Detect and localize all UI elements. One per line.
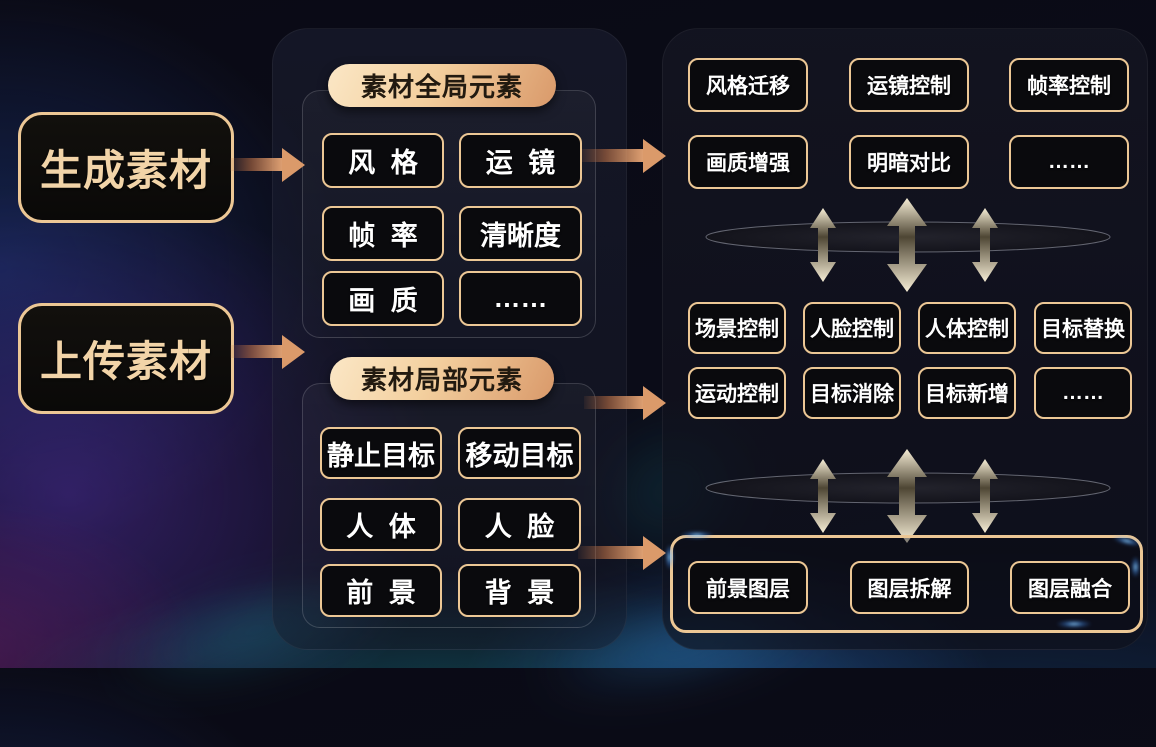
- element-node: 清晰度: [459, 206, 582, 261]
- capability-node: 目标新增: [918, 367, 1016, 419]
- arrow-right-icon: [580, 138, 666, 173]
- capability-node: 运镜控制: [849, 58, 969, 112]
- element-node: 人 脸: [458, 498, 581, 551]
- capability-node: 目标替换: [1034, 302, 1132, 354]
- element-node: 背 景: [458, 564, 581, 617]
- group-title-global-elements: 素材全局元素: [328, 64, 556, 107]
- layer-node: 图层拆解: [850, 561, 969, 614]
- capability-node-ellipsis: ……: [1034, 367, 1132, 419]
- arrow-right-icon: [230, 334, 305, 369]
- arrow-right-icon: [230, 147, 305, 182]
- element-node: 运 镜: [459, 133, 582, 188]
- input-node-generate-material: 生成素材: [18, 112, 234, 223]
- capability-node: 画质增强: [688, 135, 808, 189]
- layer-node: 前景图层: [688, 561, 808, 614]
- capability-node: 运动控制: [688, 367, 786, 419]
- group-title-local-elements: 素材局部元素: [330, 357, 554, 400]
- element-node: 帧 率: [322, 206, 444, 261]
- cyan-glow-decoration: [665, 544, 674, 570]
- element-node: 人 体: [320, 498, 442, 551]
- capability-node: 人体控制: [918, 302, 1016, 354]
- capability-node: 风格迁移: [688, 58, 808, 112]
- arrow-right-icon: [584, 385, 666, 420]
- bidirectional-arrows-ellipse-icon: [705, 198, 1111, 292]
- capability-node: 目标消除: [803, 367, 901, 419]
- element-node: 前 景: [320, 564, 442, 617]
- input-node-upload-material: 上传素材: [18, 303, 234, 414]
- element-node: 风 格: [322, 133, 444, 188]
- element-node: 静止目标: [320, 427, 442, 479]
- element-node: 移动目标: [458, 427, 581, 479]
- capability-node: 人脸控制: [803, 302, 901, 354]
- element-node-ellipsis: ……: [459, 271, 582, 326]
- capability-node-ellipsis: ……: [1009, 135, 1129, 189]
- cyan-glow-decoration: [1131, 556, 1140, 578]
- bidirectional-arrows-ellipse-icon: [705, 449, 1111, 543]
- layer-node: 图层融合: [1010, 561, 1130, 614]
- capability-node: 帧率控制: [1009, 58, 1129, 112]
- element-node: 画 质: [322, 271, 444, 326]
- cyan-glow-decoration: [680, 531, 714, 539]
- arrow-right-icon: [578, 535, 666, 570]
- capability-node: 场景控制: [688, 302, 786, 354]
- diagram-canvas: 生成素材 上传素材 素材全局元素 风 格 运 镜 帧 率 清晰度 画 质 …… …: [18, 28, 1148, 747]
- capability-node: 明暗对比: [849, 135, 969, 189]
- cyan-glow-decoration: [1056, 620, 1092, 628]
